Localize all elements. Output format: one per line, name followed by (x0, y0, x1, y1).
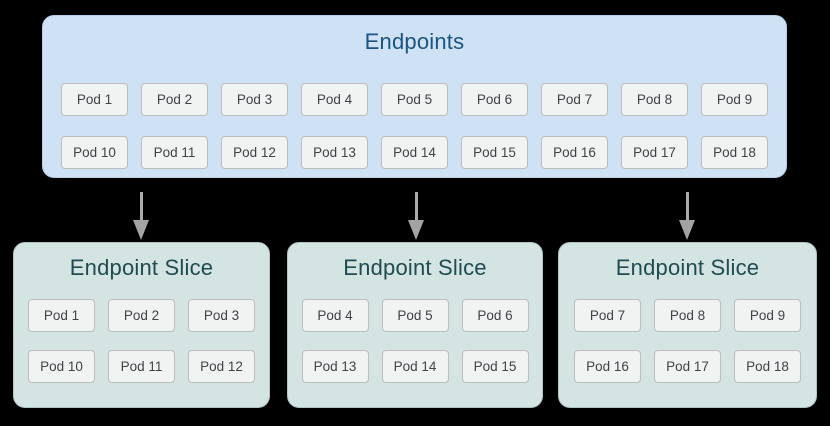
pod-box: Pod 10 (28, 350, 95, 383)
pod-box: Pod 10 (61, 136, 128, 169)
arrow-shaft (685, 192, 689, 220)
endpoint-slice-pod-grid: Pod 7 Pod 8 Pod 9 Pod 16 Pod 17 Pod 18 (574, 299, 801, 383)
pod-box: Pod 18 (734, 350, 801, 383)
pod-box: Pod 7 (541, 83, 608, 116)
arrow-shaft (414, 192, 418, 220)
pod-box: Pod 9 (734, 299, 801, 332)
endpoint-slice-pod-grid: Pod 4 Pod 5 Pod 6 Pod 13 Pod 14 Pod 15 (301, 299, 529, 383)
pod-box: Pod 2 (108, 299, 175, 332)
pod-box: Pod 4 (301, 83, 368, 116)
pod-box: Pod 13 (301, 350, 369, 383)
endpoints-pod-grid: Pod 1 Pod 2 Pod 3 Pod 4 Pod 5 Pod 6 Pod 7 Pod 8… (61, 83, 768, 169)
endpoints-box: Endpoints Pod 1 Pod 2 Pod 3 Pod 4 Pod 5 Pod 6… (42, 15, 787, 178)
pod-box: Pod 16 (541, 136, 608, 169)
pod-box: Pod 11 (141, 136, 208, 169)
down-arrow-icon (679, 192, 695, 240)
down-arrow-icon (133, 192, 149, 240)
arrow-head (408, 220, 424, 240)
pod-box: Pod 15 (461, 136, 528, 169)
pod-box: Pod 15 (461, 350, 529, 383)
pod-box: Pod 11 (108, 350, 175, 383)
pod-box: Pod 8 (654, 299, 721, 332)
endpoint-slice-title: Endpoint Slice (343, 255, 487, 280)
endpoint-slice-title: Endpoint Slice (615, 255, 760, 280)
pod-box: Pod 6 (461, 83, 528, 116)
pod-box: Pod 7 (574, 299, 641, 332)
pod-box: Pod 1 (28, 299, 95, 332)
pod-box: Pod 16 (574, 350, 641, 383)
pod-box: Pod 5 (381, 83, 448, 116)
pod-box: Pod 9 (701, 83, 768, 116)
pod-box: Pod 3 (221, 83, 288, 116)
pod-box: Pod 3 (188, 299, 255, 332)
endpoint-slice-pod-grid: Pod 1 Pod 2 Pod 3 Pod 10 Pod 11 Pod 12 (28, 299, 255, 383)
endpoint-slice-title: Endpoint Slice (69, 255, 214, 280)
pod-box: Pod 12 (188, 350, 255, 383)
pod-box: Pod 18 (701, 136, 768, 169)
pod-box: Pod 4 (301, 299, 369, 332)
pod-box: Pod 14 (381, 350, 449, 383)
down-arrow-icon (408, 192, 424, 240)
pod-box: Pod 13 (301, 136, 368, 169)
endpoints-title: Endpoints (364, 29, 465, 54)
pod-box: Pod 14 (381, 136, 448, 169)
arrow-head (133, 220, 149, 240)
pod-box: Pod 17 (621, 136, 688, 169)
arrow-head (679, 220, 695, 240)
pod-box: Pod 5 (381, 299, 449, 332)
pod-box: Pod 2 (141, 83, 208, 116)
pod-box: Pod 6 (461, 299, 529, 332)
pod-box: Pod 12 (221, 136, 288, 169)
pod-box: Pod 17 (654, 350, 721, 383)
pod-box: Pod 1 (61, 83, 128, 116)
pod-box: Pod 8 (621, 83, 688, 116)
arrow-shaft (139, 192, 143, 220)
